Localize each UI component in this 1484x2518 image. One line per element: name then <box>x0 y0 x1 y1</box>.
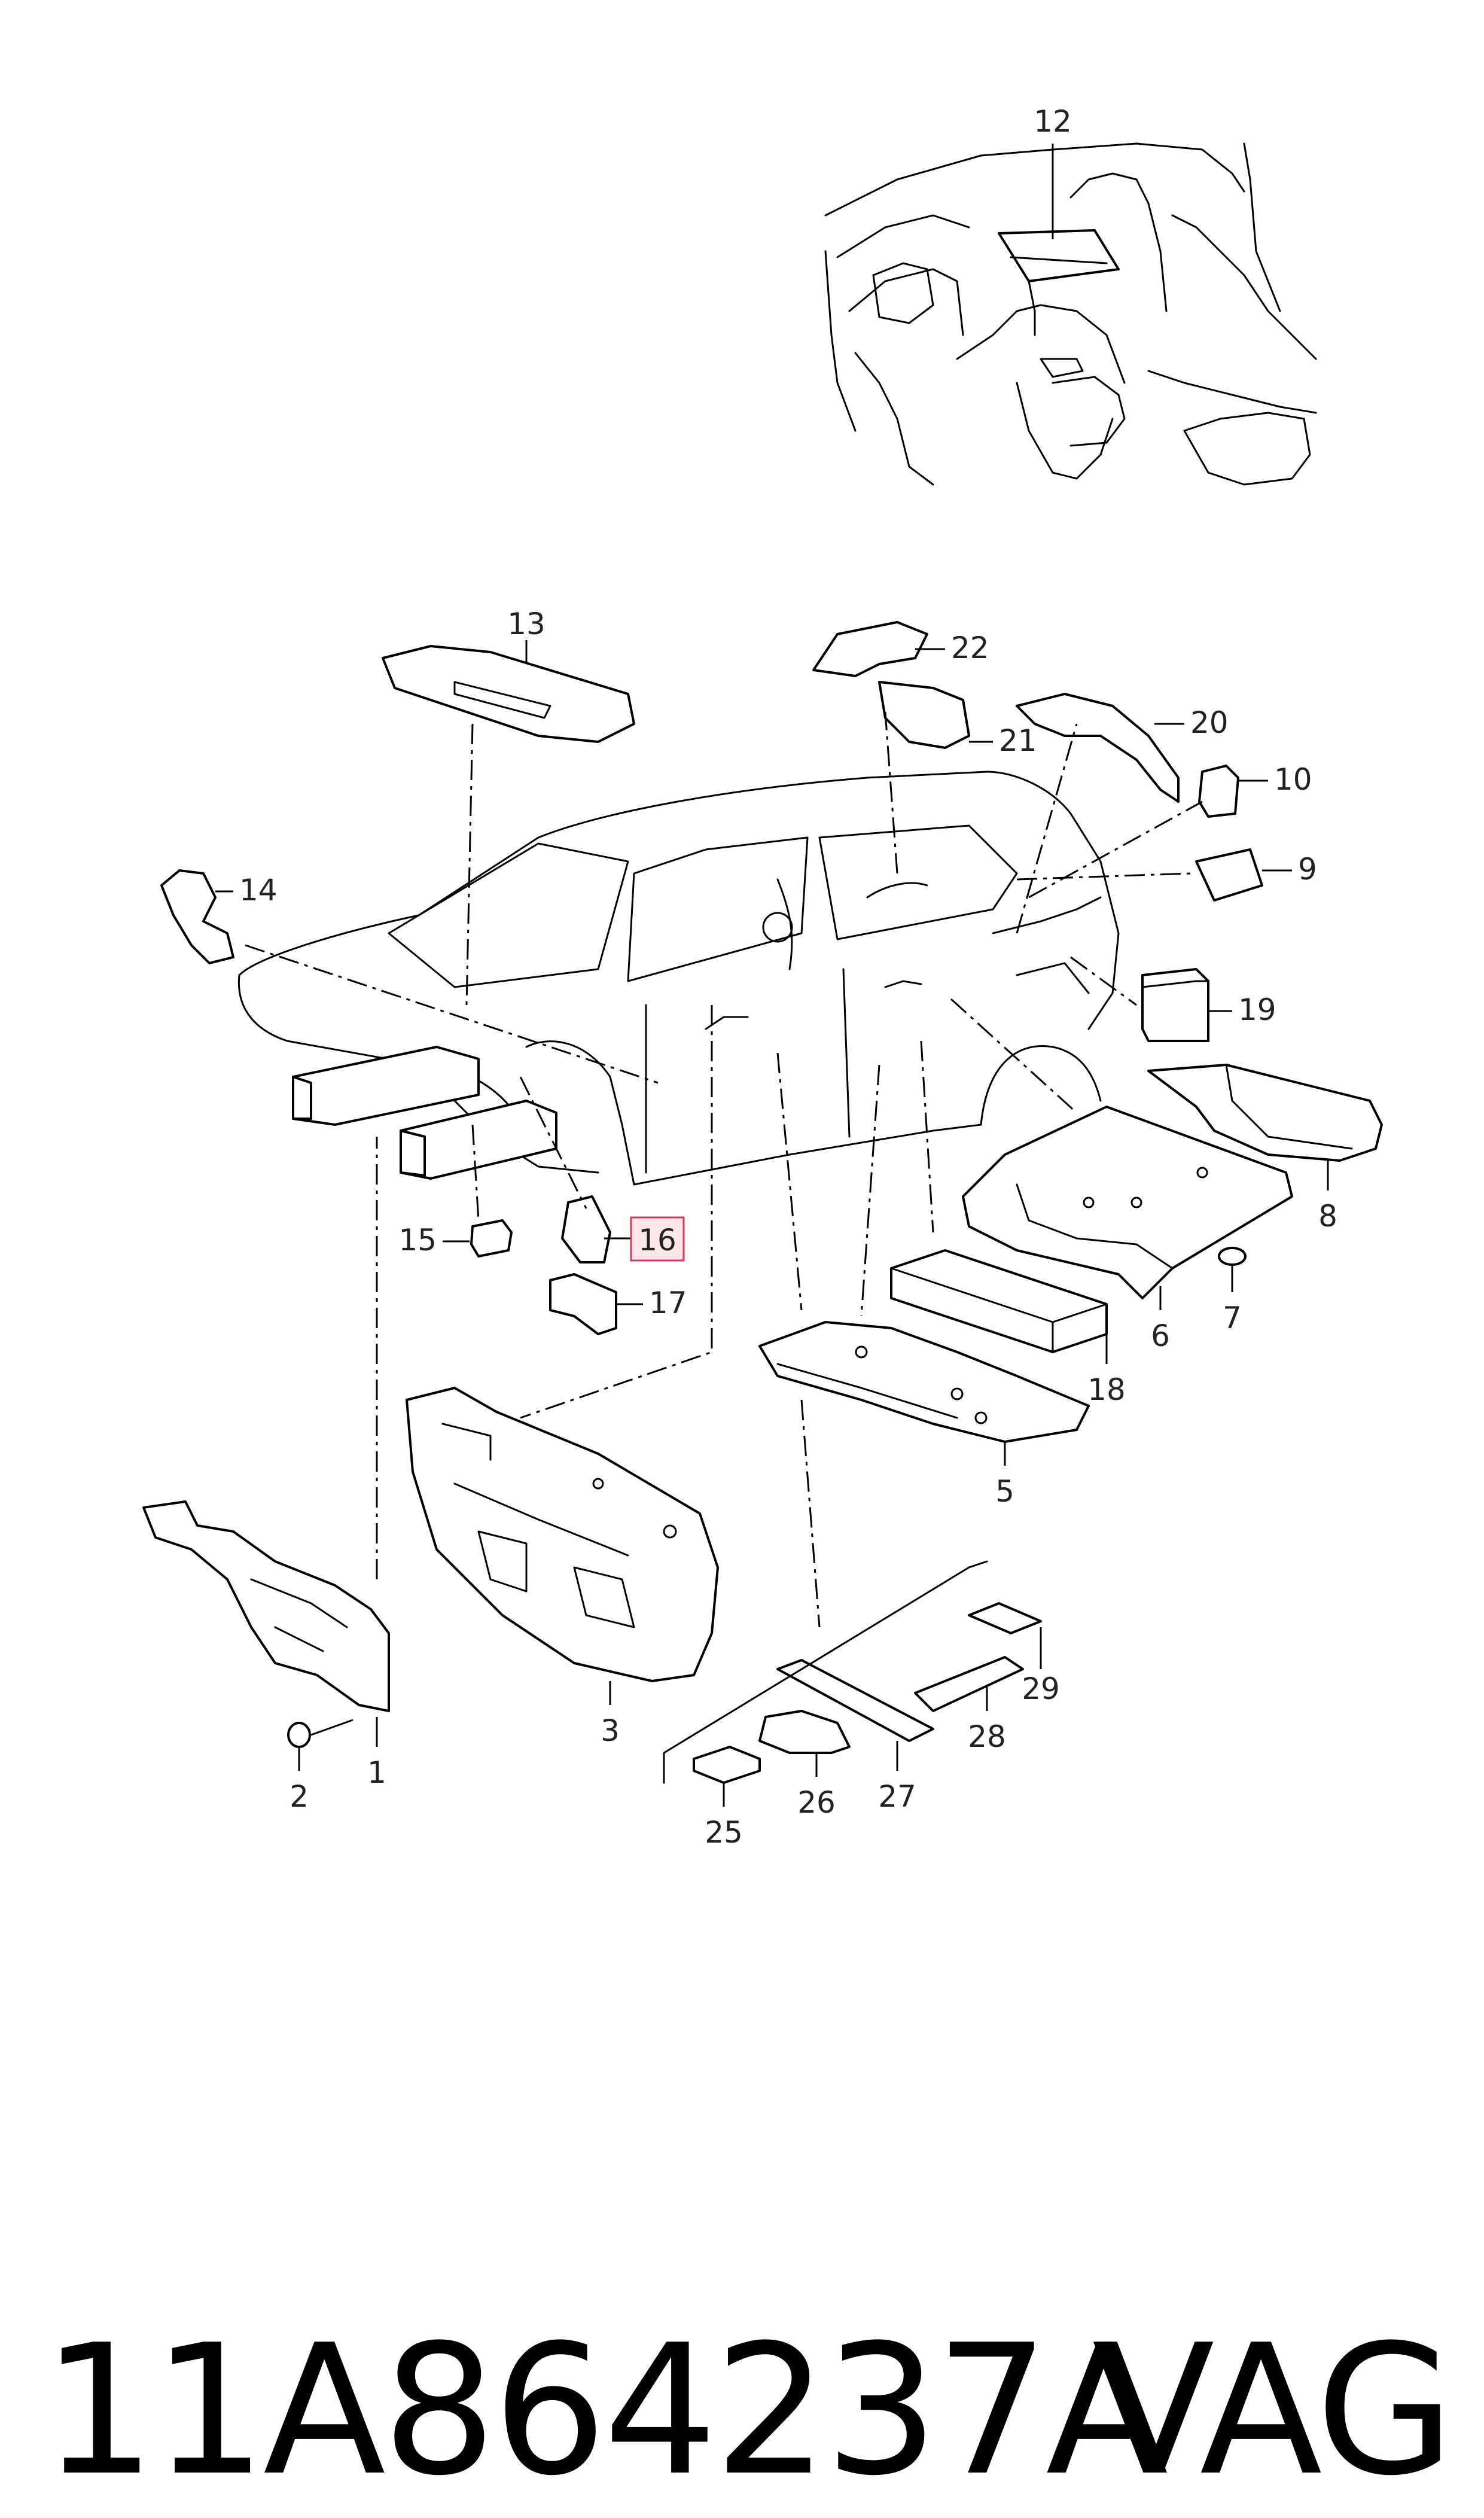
callout-7[interactable]: 7 <box>1223 1301 1242 1335</box>
callout-14[interactable]: 14 <box>239 873 278 908</box>
part-19: 18 <box>890 1249 1126 1407</box>
callout-15[interactable]: 15 <box>398 1223 437 1258</box>
callout-18[interactable]: 19 <box>1238 992 1276 1027</box>
callout-13[interactable]: 13 <box>507 607 546 641</box>
part-29: 29 <box>968 1602 1060 1706</box>
part-1: 1 <box>142 1500 390 1790</box>
callout-21[interactable]: 21 <box>999 723 1037 758</box>
vehicle-body-outline <box>237 771 1120 1186</box>
callout-10[interactable]: 10 <box>1274 762 1312 797</box>
part-21: 21 <box>878 681 1037 758</box>
part-25: 25 <box>693 1746 761 1850</box>
inset-console-view: 12 <box>824 104 1317 486</box>
callout-17[interactable]: 17 <box>649 1286 687 1320</box>
callout-5[interactable]: 5 <box>995 1474 1014 1509</box>
callout-29[interactable]: 29 <box>1022 1671 1060 1706</box>
callout-3[interactable]: 3 <box>601 1713 620 1748</box>
brand-name: VAG <box>1092 2306 1455 2515</box>
callout-12[interactable]: 12 <box>1034 104 1072 139</box>
part-20: 20 <box>1016 693 1229 803</box>
part-26: 26 <box>758 1710 851 1820</box>
part-number: 11A864237A <box>42 2306 1168 2515</box>
part-17: 17 <box>549 1273 687 1335</box>
part-22: 22 <box>812 621 989 677</box>
part-27: 27 <box>776 1659 934 1814</box>
part-3: 3 <box>406 1387 719 1748</box>
callout-16[interactable]: 16 <box>638 1223 677 1258</box>
part-18: 19 <box>1141 968 1276 1042</box>
part-6: 6 <box>962 1106 1293 1353</box>
part-13: 13 <box>382 607 635 743</box>
front-rails <box>292 1046 557 1180</box>
part-7: 7 <box>1218 1247 1247 1335</box>
leader-lines <box>245 711 1203 1784</box>
callout-16-highlight <box>630 1216 685 1262</box>
part-8: 8 <box>1147 1064 1383 1234</box>
part-28: 28 <box>914 1656 1024 1754</box>
callout-1[interactable]: 1 <box>367 1755 386 1790</box>
part-16: 16 <box>561 1195 685 1263</box>
part-5: 5 <box>758 1321 1090 1509</box>
part-2: 2 <box>287 1719 354 1814</box>
callout-19[interactable]: 18 <box>1087 1372 1126 1407</box>
callout-26[interactable]: 26 <box>797 1785 836 1820</box>
callout-20[interactable]: 20 <box>1190 705 1229 740</box>
callout-2[interactable]: 2 <box>290 1779 309 1814</box>
callout-22[interactable]: 22 <box>951 631 989 665</box>
callout-9[interactable]: 9 <box>1298 852 1317 887</box>
part-9: 9 <box>1195 848 1317 902</box>
callout-25[interactable]: 25 <box>705 1815 743 1850</box>
part-15: 15 <box>398 1219 513 1258</box>
part-14: 14 <box>160 869 278 964</box>
callout-6[interactable]: 6 <box>1151 1319 1170 1353</box>
callout-28[interactable]: 28 <box>968 1719 1006 1754</box>
callout-27[interactable]: 27 <box>878 1779 916 1814</box>
part-10: 10 <box>1198 762 1312 818</box>
footer: 11A864237A VAG <box>0 2321 1484 2501</box>
callout-8[interactable]: 8 <box>1318 1199 1337 1234</box>
